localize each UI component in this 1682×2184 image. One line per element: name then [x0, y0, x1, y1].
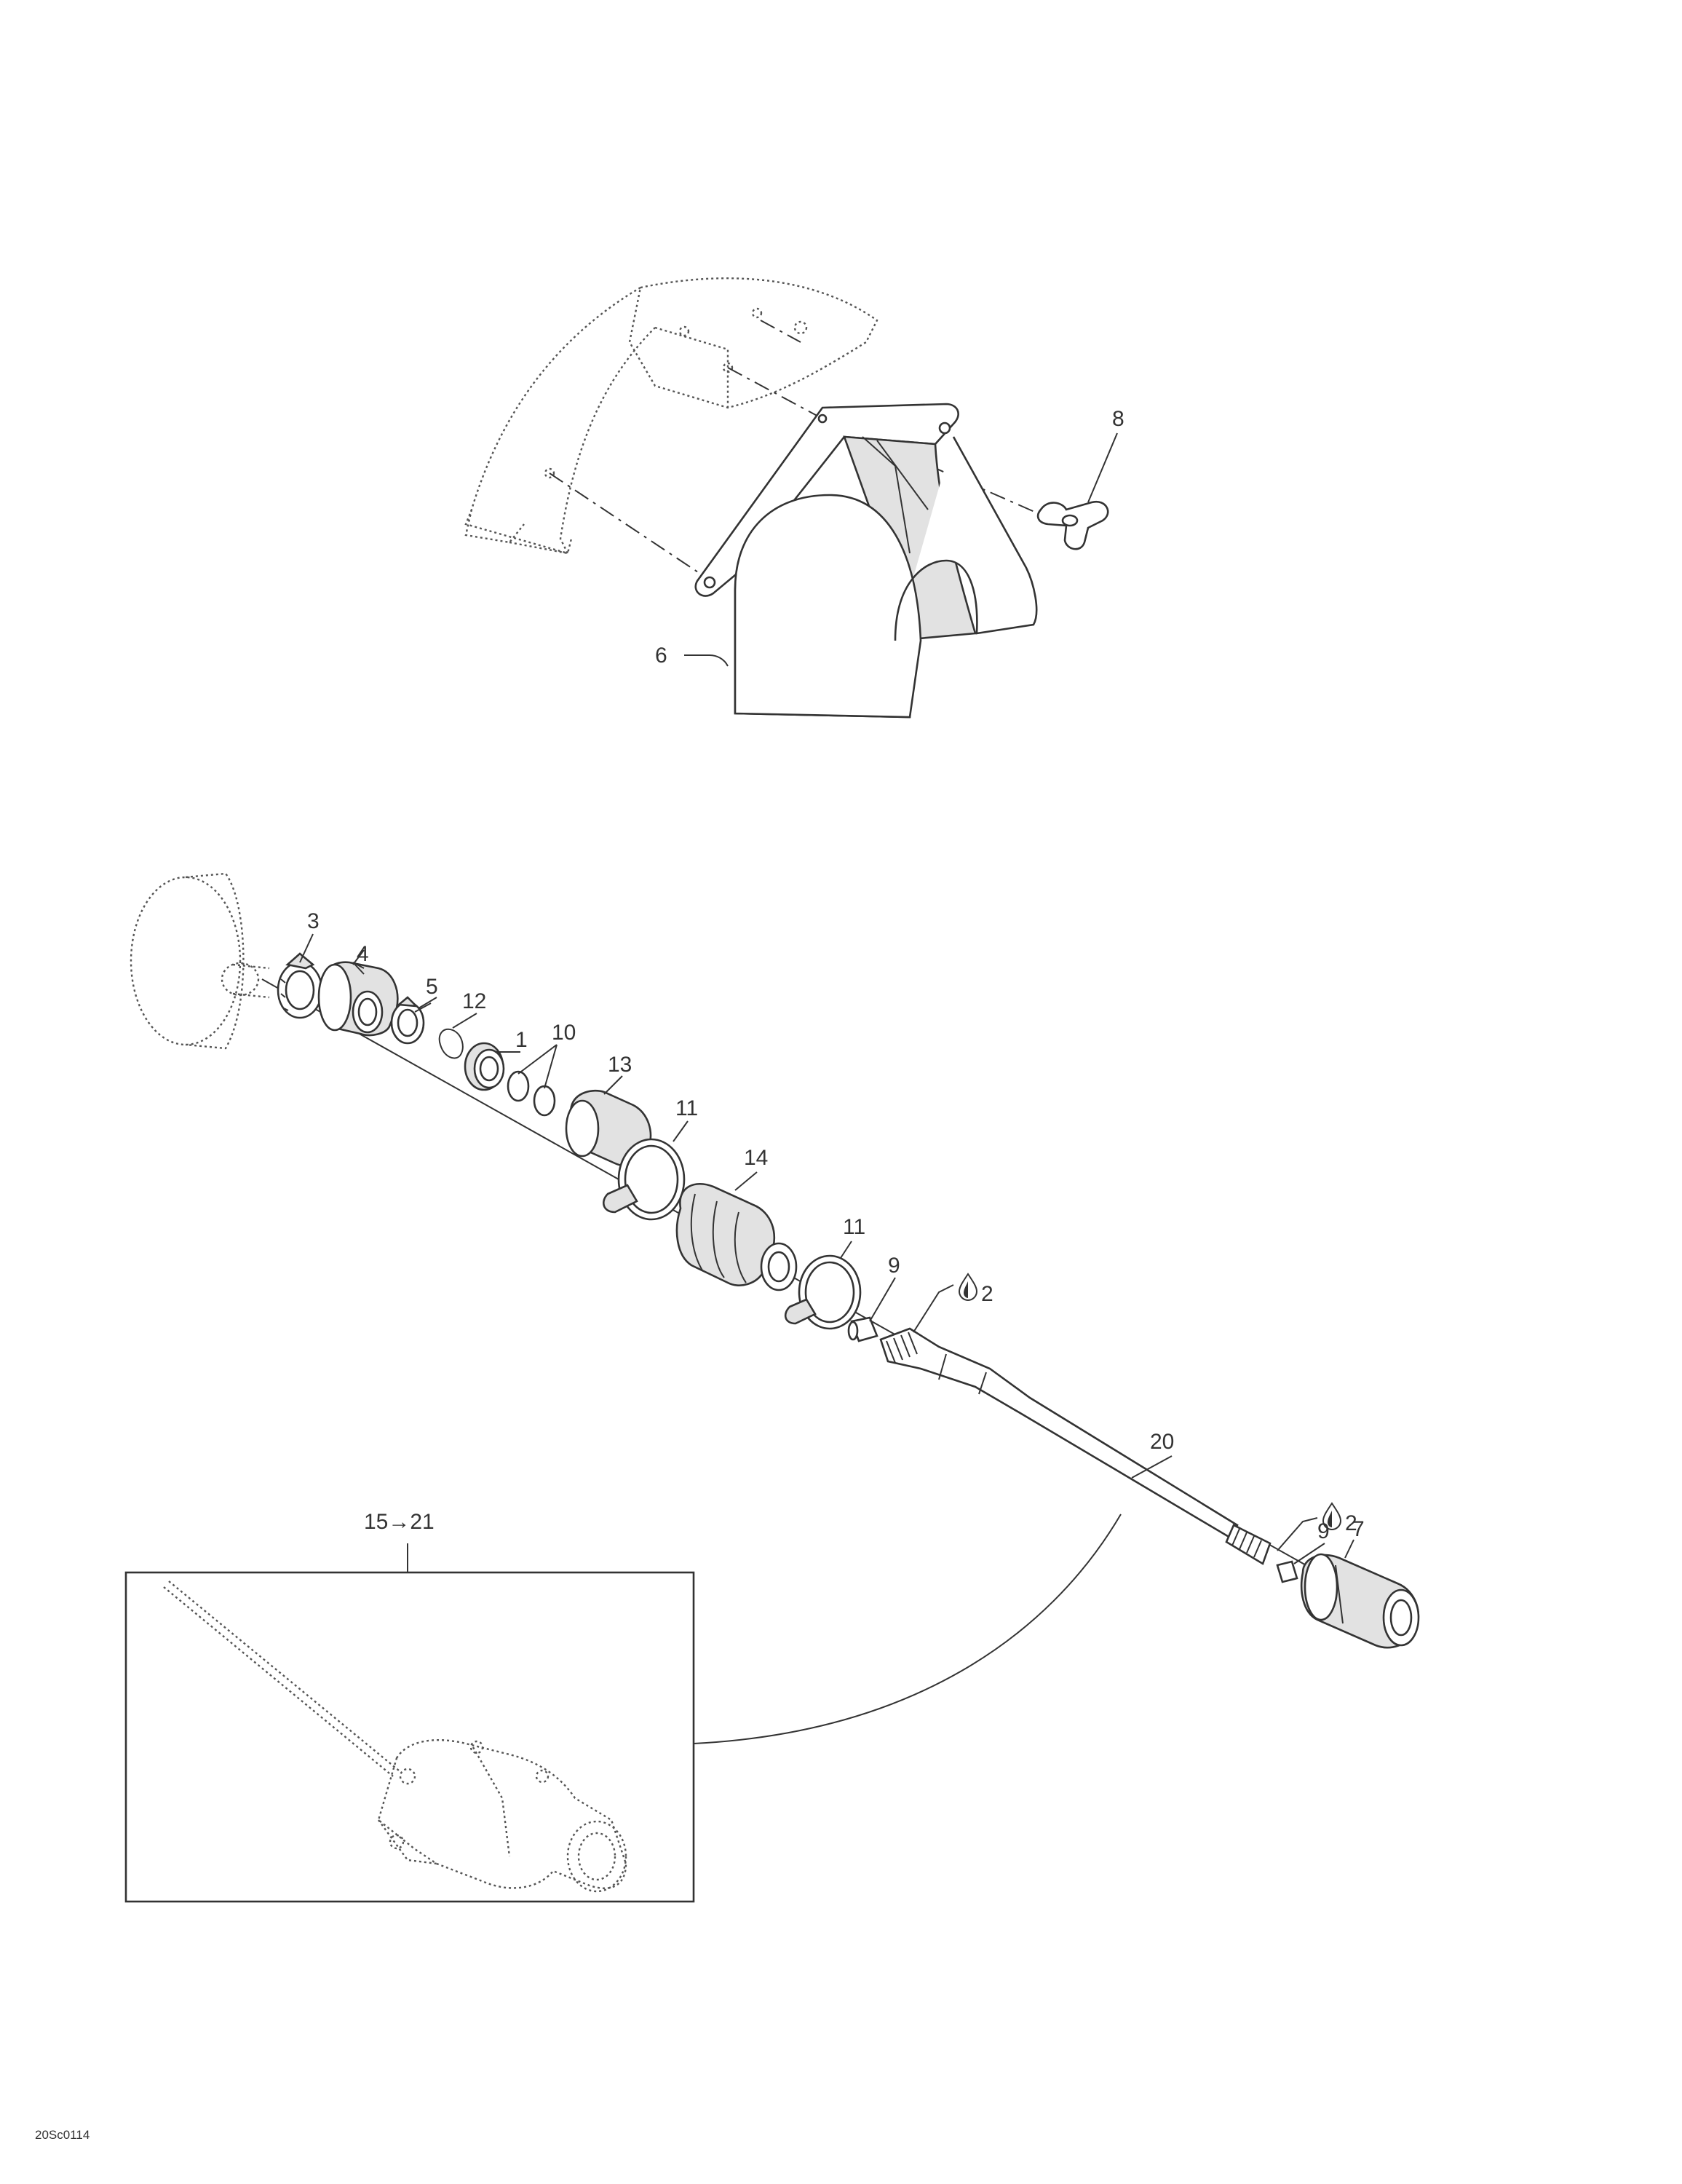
- o-rings-part-10: [507, 1070, 556, 1117]
- callout-10: 10: [552, 1021, 576, 1045]
- housing-part-7: [1300, 1553, 1420, 1649]
- cover-part-6: [694, 403, 1038, 719]
- callout-11b: 11: [843, 1215, 865, 1239]
- callouts: 8 6 3 4 5 12 1 10 13 11 14 11 9 2 20 2 9…: [307, 407, 1365, 1543]
- ring-part-12: [438, 1028, 464, 1059]
- lower-assembly: [124, 872, 1420, 1903]
- callout-3: 3: [307, 909, 320, 933]
- boot-part-14: [675, 1183, 798, 1291]
- callout-8: 8: [1112, 407, 1124, 431]
- callout-12: 12: [462, 989, 486, 1013]
- cover-arch: [894, 436, 1038, 641]
- reference-guard: [628, 277, 878, 409]
- upper-assembly: [464, 277, 1118, 719]
- callout-20: 20: [1150, 1430, 1174, 1454]
- pump-assembly-box: [124, 1571, 695, 1903]
- clamp-part-3: [277, 952, 323, 1019]
- clamp-part-11b: [784, 1254, 862, 1330]
- callout-11a: 11: [675, 1096, 698, 1120]
- drawing-code: 20Sc0114: [35, 2128, 90, 2142]
- reference-housing: [130, 872, 270, 1050]
- coupler-part-4: [317, 961, 399, 1037]
- callout-9b: 9: [1317, 1519, 1330, 1543]
- callout-13: 13: [608, 1053, 632, 1077]
- callout-15-21: 15→21: [364, 1510, 435, 1534]
- callout-14: 14: [744, 1146, 768, 1170]
- bushing-part-9a: [847, 1316, 878, 1342]
- seal-part-1: [464, 1042, 505, 1091]
- callout-5: 5: [426, 975, 438, 999]
- lubricant-note-a: 2: [958, 1273, 993, 1306]
- cover-front: [734, 494, 922, 719]
- reference-guard-arc: [464, 286, 656, 555]
- callout-1: 1: [515, 1028, 528, 1052]
- knob-part-8: [1036, 500, 1109, 550]
- callout-2b: 2: [1345, 1511, 1357, 1535]
- callout-6: 6: [655, 644, 667, 668]
- bushing-part-9b: [1276, 1560, 1298, 1583]
- clamp-part-5: [390, 996, 425, 1045]
- callout-9a: 9: [888, 1254, 900, 1278]
- drive-shaft-part-20: [879, 1327, 1272, 1565]
- lubricant-note-b: 2: [1322, 1502, 1357, 1535]
- callout-4: 4: [357, 942, 369, 966]
- callout-2a: 2: [981, 1282, 993, 1306]
- callout-7: 7: [1352, 1517, 1365, 1541]
- clamp-part-11a: [603, 1138, 686, 1221]
